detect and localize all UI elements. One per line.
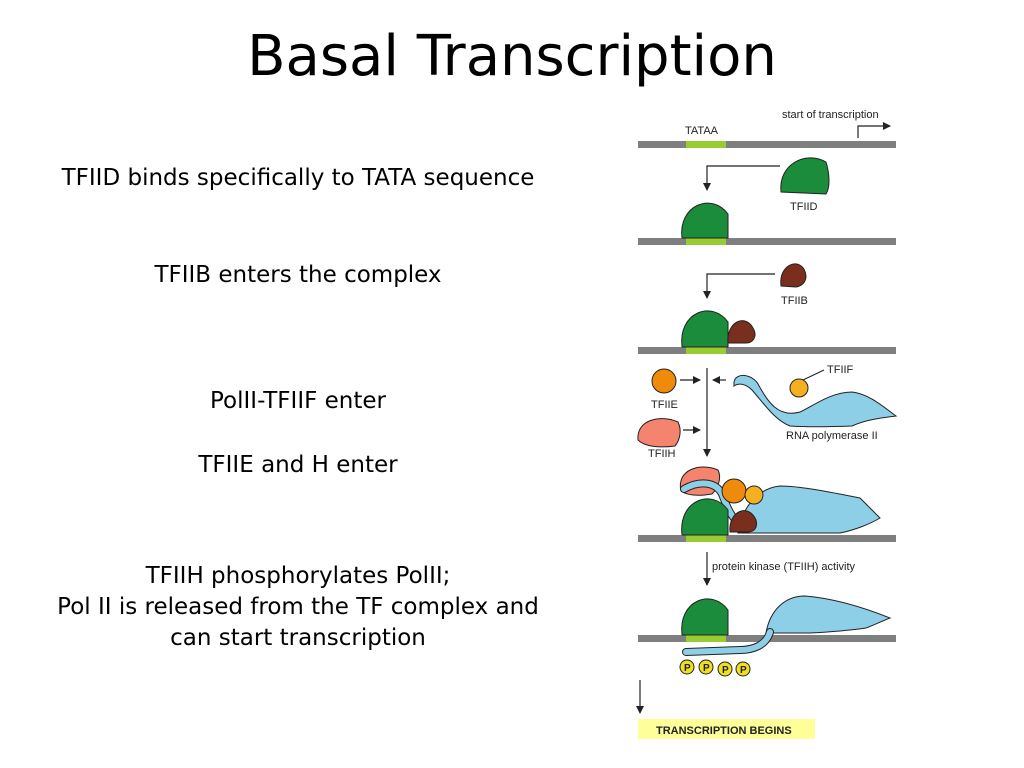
phosphate-group-2: P [698, 659, 714, 675]
step-tfiih-phosphorylates: TFIIH phosphorylates PolII; Pol II is re… [20, 561, 576, 654]
slide-title: Basal Transcription [247, 24, 777, 89]
tfiid-protein-icon [780, 157, 830, 195]
tfiid-bound-icon-4 [681, 498, 729, 536]
tata-box-4 [686, 535, 726, 542]
tfiih-protein-icon [637, 418, 681, 448]
start-arrow-icon [857, 122, 891, 138]
dna-strand-3 [638, 347, 896, 354]
tfiib-bound-icon [727, 320, 756, 344]
tfiie-bound-icon [721, 478, 747, 504]
tfiib-arrow-icon [703, 273, 775, 299]
tata-box-3 [686, 347, 726, 354]
tfiie-label: TFIIE [651, 399, 678, 411]
ctd-tail-icon [683, 629, 773, 655]
step-tfiie-h-enter: TFIIE and H enter [198, 452, 398, 478]
tfiib-label: TFIIB [781, 295, 808, 307]
step-tfiib-enters: TFIIB enters the complex [154, 262, 442, 288]
phosphate-label: P [684, 663, 691, 674]
kinase-activity-label: protein kinase (TFIIH) activity [712, 561, 856, 573]
dna-strand-1 [638, 141, 896, 148]
tata-box-1 [686, 141, 726, 148]
released-polii-icon [765, 595, 892, 634]
tfiif-protein-icon [789, 378, 809, 398]
phosphate-group-3: P [717, 661, 733, 677]
phosphate-label: P [703, 663, 710, 674]
tata-box-2 [686, 238, 726, 245]
tfiie-protein-icon [651, 368, 677, 394]
phosphate-label: P [722, 665, 729, 676]
tfiif-label: TFIIF [827, 364, 854, 376]
phosphate-group-1: P [679, 659, 695, 675]
tfiid-arrow-icon [703, 165, 780, 191]
step-polii-tfiif-enter: PolII-TFIIF enter [209, 388, 386, 414]
tfiif-bound-icon [744, 485, 764, 505]
dna-strand-4 [638, 535, 896, 542]
tfiib-protein-icon [780, 263, 807, 288]
step-tfiih-line-3: can start transcription [170, 625, 426, 651]
transcription-diagram: TATAA start of transcription TFIID TFIIB… [636, 109, 898, 739]
step-tfiid-binds: TFIID binds specifically to TATA sequenc… [61, 165, 535, 191]
phosphate-icon [717, 661, 733, 677]
step-tfiih-line-1: TFIIH phosphorylates PolII; [145, 563, 451, 589]
tfiid-remaining-icon [681, 598, 729, 636]
transcription-begins-banner [638, 719, 815, 739]
tataa-label: TATAA [685, 125, 719, 137]
tfiib-bound-icon-4 [729, 510, 757, 533]
step-tfiih-line-2: Pol II is released from the TF complex a… [57, 594, 539, 620]
transcription-begins-label: TRANSCRIPTION BEGINS [656, 725, 792, 737]
tfiih-label: TFIIH [648, 448, 676, 460]
phosphate-icon [735, 661, 751, 677]
tfiid-bound-icon-2 [681, 310, 729, 348]
tata-box-5 [686, 635, 726, 642]
tfiif-leader-line [802, 369, 825, 381]
tfiid-bound-icon [681, 202, 729, 239]
dna-strand-2 [638, 238, 896, 245]
rna-polymerase-label: RNA polymerase II [786, 430, 878, 442]
tfiid-label: TFIID [790, 201, 818, 213]
start-of-transcription-label: start of transcription [782, 109, 879, 121]
rna-polymerase-icon [733, 375, 898, 428]
phosphate-icon [679, 659, 695, 675]
phosphate-label: P [740, 665, 747, 676]
phosphate-group-4: P [735, 661, 751, 677]
phosphate-icon [698, 659, 714, 675]
